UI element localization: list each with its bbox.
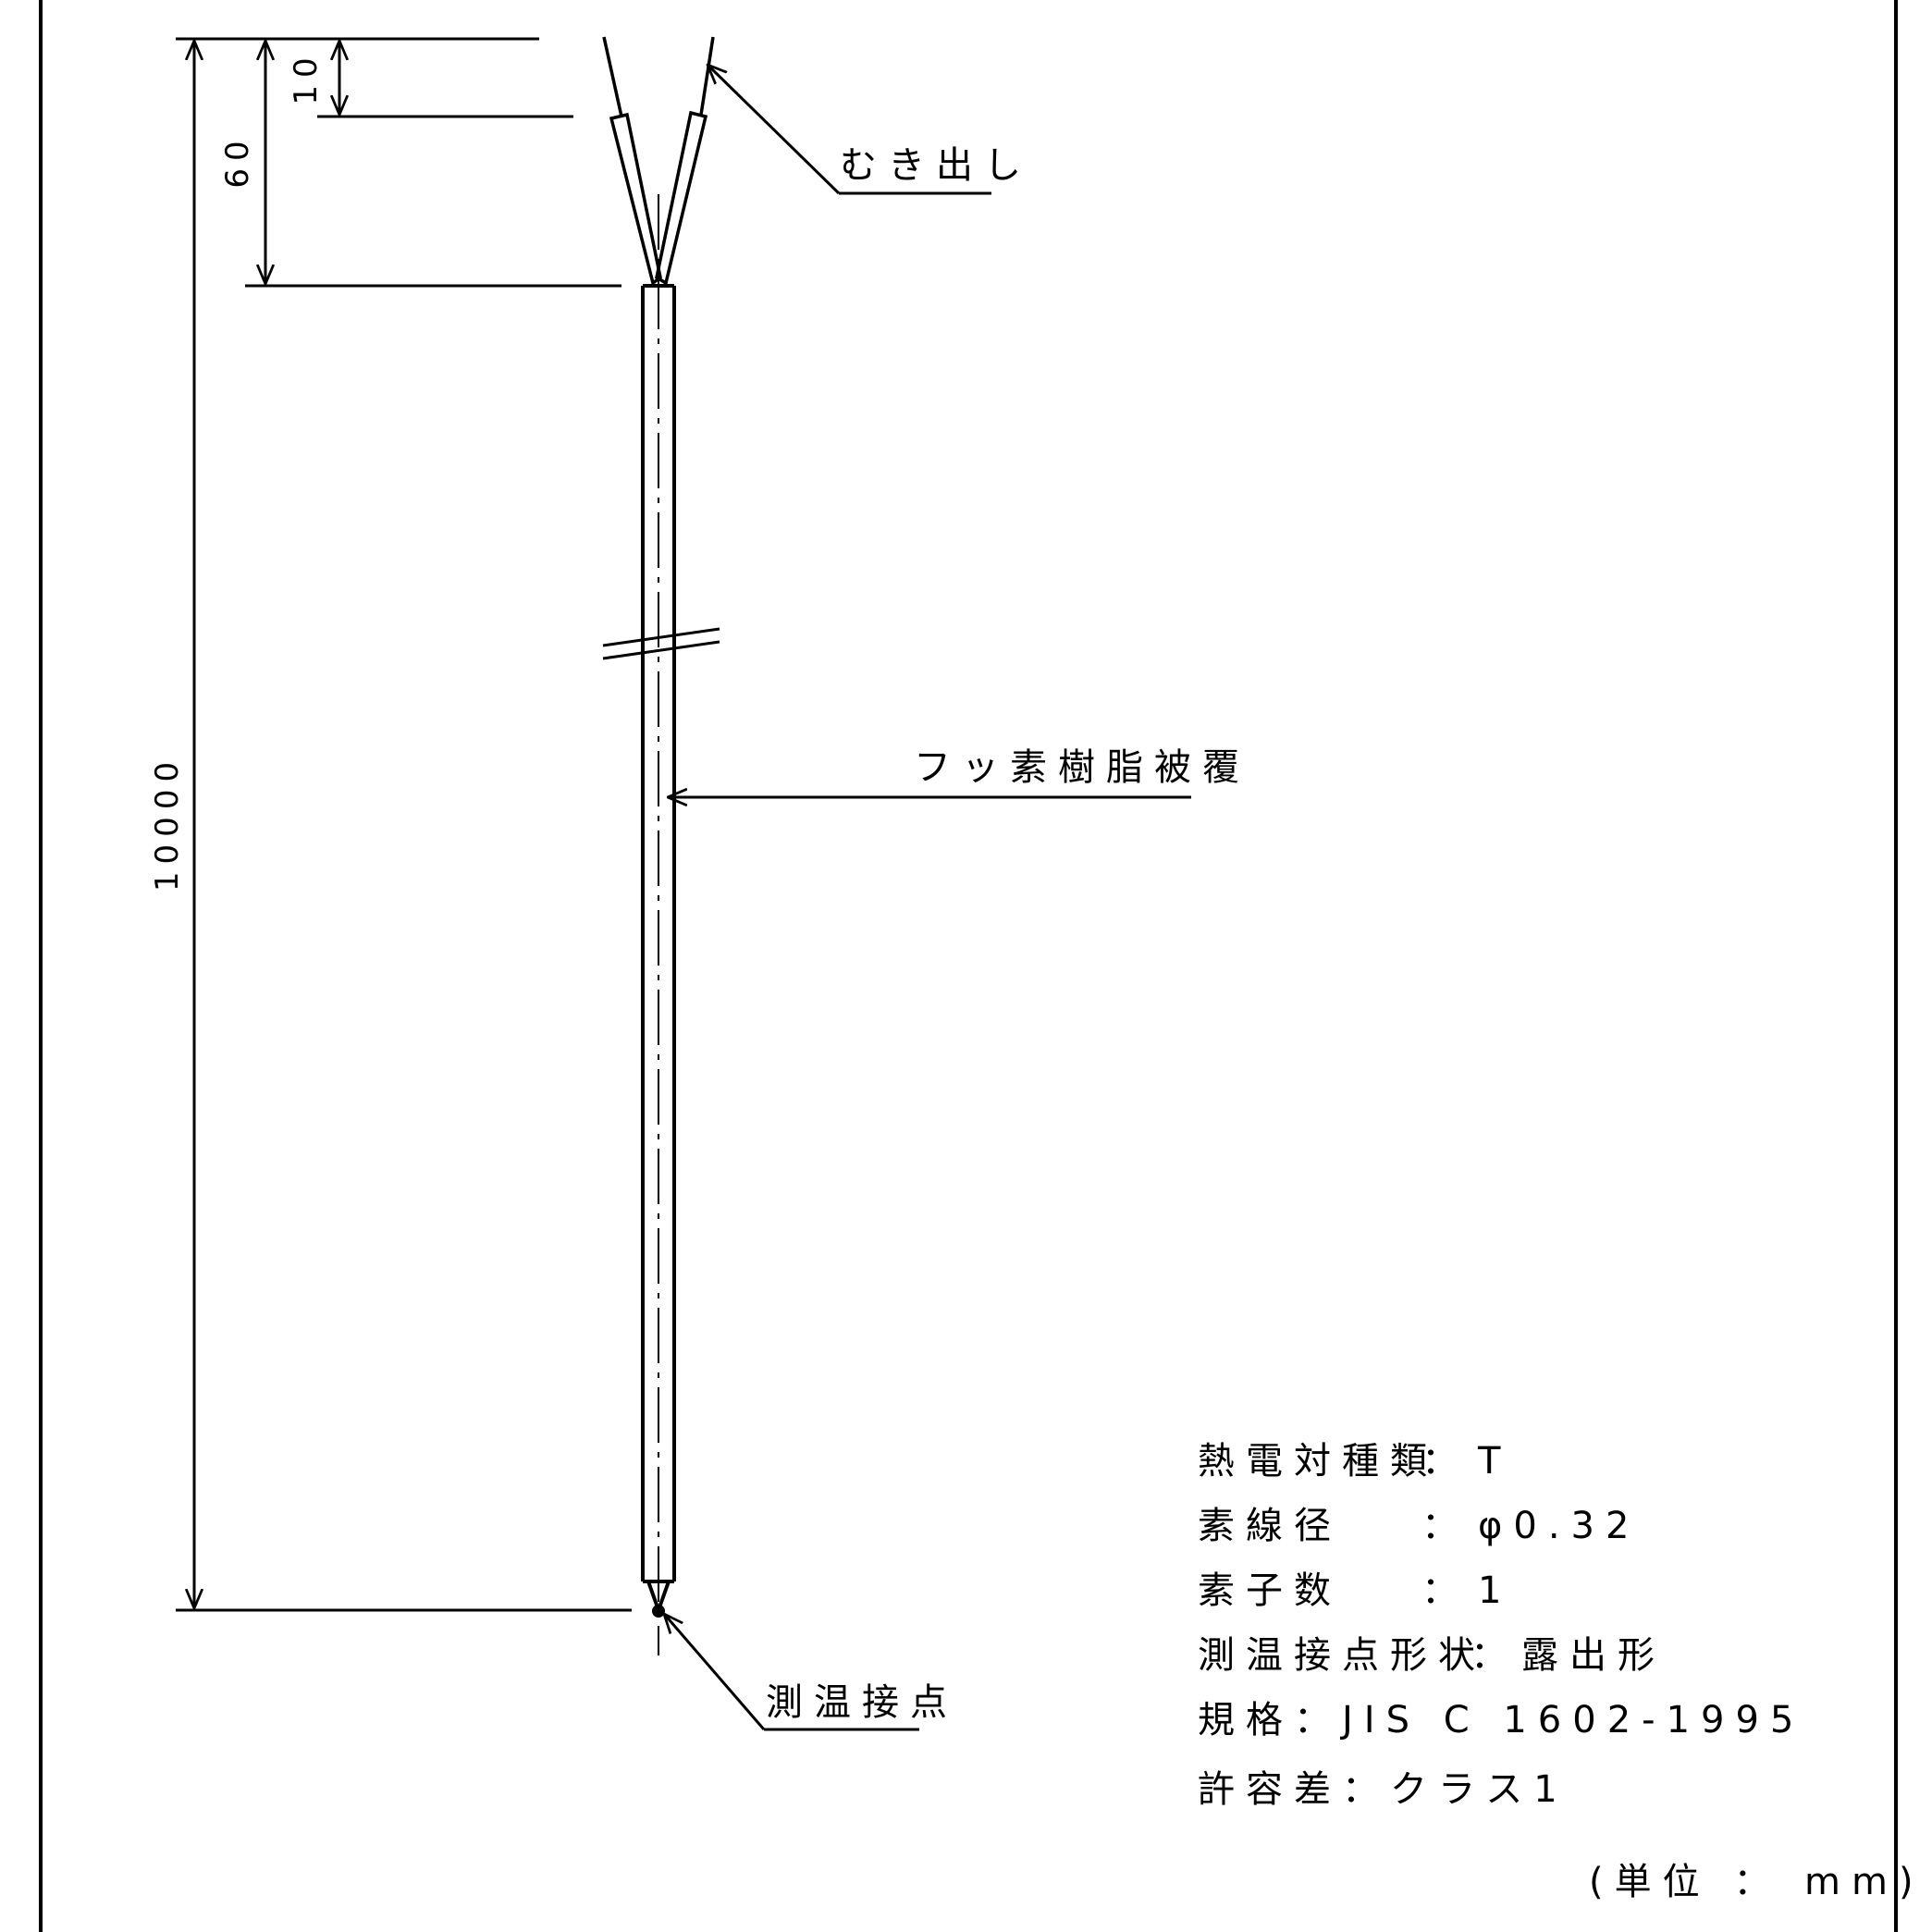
dim-text-10: 10	[288, 50, 325, 105]
spec-type-label: 熱電対種類	[1198, 1440, 1438, 1483]
spec-diameter-sep: ：	[1421, 1505, 1470, 1547]
leader-exposed	[708, 65, 991, 195]
spec-standard: 規格：JIS C 1602-1995	[1198, 1699, 1804, 1741]
dim-text-10000: 10000	[149, 755, 186, 892]
spec-block: 熱電対種類 ： T 素線径 ： φ0.32 素子数 ： 1 測温接点形状 ： 露…	[1198, 1440, 1804, 1811]
leader-junction	[664, 1614, 919, 1731]
spec-type-sep: ：	[1421, 1440, 1470, 1483]
spec-diameter-value: φ0.32	[1478, 1505, 1640, 1547]
dim-text-60: 60	[219, 133, 256, 188]
dimension-lines	[194, 41, 339, 1608]
unit-note: (単位 ： mm)	[1589, 1861, 1925, 1903]
spec-type-value: T	[1477, 1440, 1511, 1483]
label-junction: 測温接点	[766, 1681, 958, 1724]
spec-diameter-label: 素線径	[1198, 1505, 1342, 1547]
spec-count-label: 素子数	[1198, 1569, 1342, 1612]
spec-count-sep: ：	[1421, 1569, 1470, 1612]
break-symbol	[602, 627, 720, 660]
exposed-wires	[602, 36, 715, 286]
spec-count-value: 1	[1478, 1569, 1512, 1612]
label-exposed-wire: むき出し	[840, 144, 1032, 187]
extension-lines	[176, 37, 632, 1612]
label-coating: フッ素樹脂被覆	[914, 746, 1250, 789]
spec-tolerance: 許容差：クラス1	[1198, 1768, 1569, 1811]
junction-dot	[652, 1605, 665, 1618]
spec-junction-value: 露出形	[1521, 1634, 1666, 1677]
spec-junction-label: 測温接点形状	[1198, 1634, 1486, 1677]
spec-junction-sep: ：	[1471, 1634, 1519, 1677]
